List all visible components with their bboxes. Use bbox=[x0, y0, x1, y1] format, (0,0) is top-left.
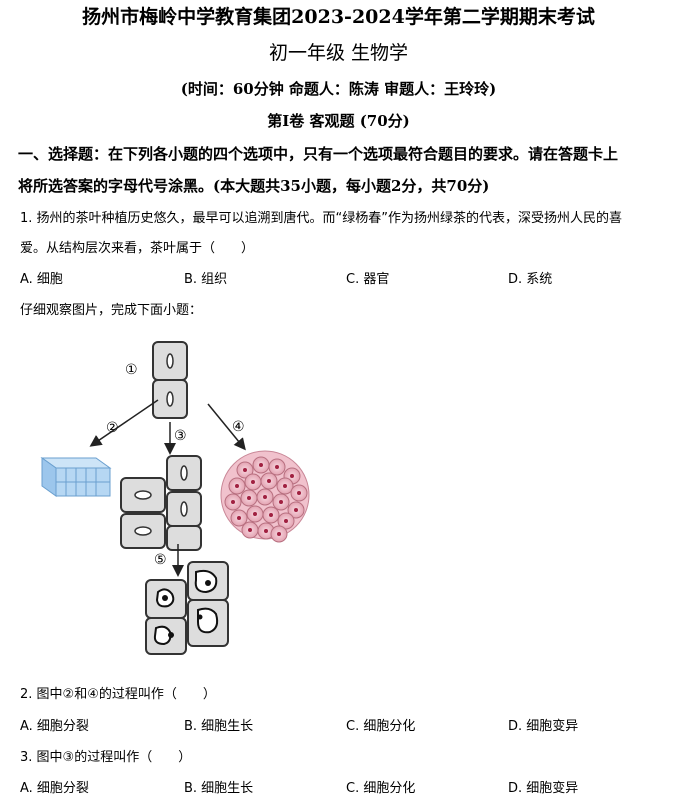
label-1: ① bbox=[125, 362, 138, 378]
instructions-line-2: 将所选答案的字母代号涂黑。(本大题共35小题，每小题2分，共70分) bbox=[18, 177, 490, 195]
q3-option-c: C. 细胞分化 bbox=[346, 781, 416, 796]
q3-option-b: B. 细胞生长 bbox=[184, 781, 254, 796]
section-heading: 第Ⅰ卷 客观题 (70分) bbox=[267, 112, 410, 130]
exam-subtitle: 初一年级 生物学 bbox=[268, 42, 409, 64]
observe-instruction: 仔细观察图片，完成下面小题： bbox=[20, 303, 203, 318]
label-2: ② bbox=[106, 420, 119, 436]
q3-stem: 3. 图中③的过程叫作（ ） bbox=[20, 750, 192, 765]
q3-option-d: D. 细胞变异 bbox=[508, 781, 579, 796]
q3-option-a: A. 细胞分裂 bbox=[20, 781, 89, 796]
label-4: ④ bbox=[232, 419, 245, 435]
q2-option-d: D. 细胞变异 bbox=[508, 719, 579, 734]
cell-process-figure: ① ② ③ ④ bbox=[40, 341, 310, 655]
pink-cell-cluster bbox=[220, 450, 310, 543]
q2-option-b: B. 细胞生长 bbox=[184, 719, 254, 734]
q2-stem: 2. 图中②和④的过程叫作（ ） bbox=[20, 687, 216, 702]
instructions-line-1: 一、选择题：在下列各小题的四个选项中，只有一个选项最符合题目的要求。请在答题卡上 bbox=[18, 145, 619, 163]
label-3: ③ bbox=[174, 428, 187, 444]
q2-option-c: C. 细胞分化 bbox=[346, 719, 416, 734]
q1-stem-line-1: 1. 扬州的茶叶种植历史悠久，最早可以追溯到唐代。而“绿杨春”作为扬州绿茶的代表… bbox=[20, 211, 623, 226]
grown-cells bbox=[145, 561, 229, 655]
q1-stem-line-2: 爱。从结构层次来看，茶叶属于（ ） bbox=[20, 241, 255, 256]
exam-title: 扬州市梅岭中学教育集团2023-2024学年第二学期期末考试 bbox=[82, 6, 595, 28]
divided-cells bbox=[120, 455, 202, 551]
q1-option-d: D. 系统 bbox=[508, 272, 553, 287]
q1-option-b: B. 组织 bbox=[184, 272, 228, 287]
q1-option-a: A. 细胞 bbox=[20, 272, 63, 287]
blue-tissue bbox=[40, 457, 112, 497]
q2-option-a: A. 细胞分裂 bbox=[20, 719, 89, 734]
original-cells bbox=[152, 341, 188, 419]
label-5: ⑤ bbox=[154, 552, 167, 568]
exam-meta: (时间：60分钟 命题人：陈涛 审题人：王玲玲) bbox=[180, 80, 497, 98]
q1-option-c: C. 器官 bbox=[346, 272, 390, 287]
